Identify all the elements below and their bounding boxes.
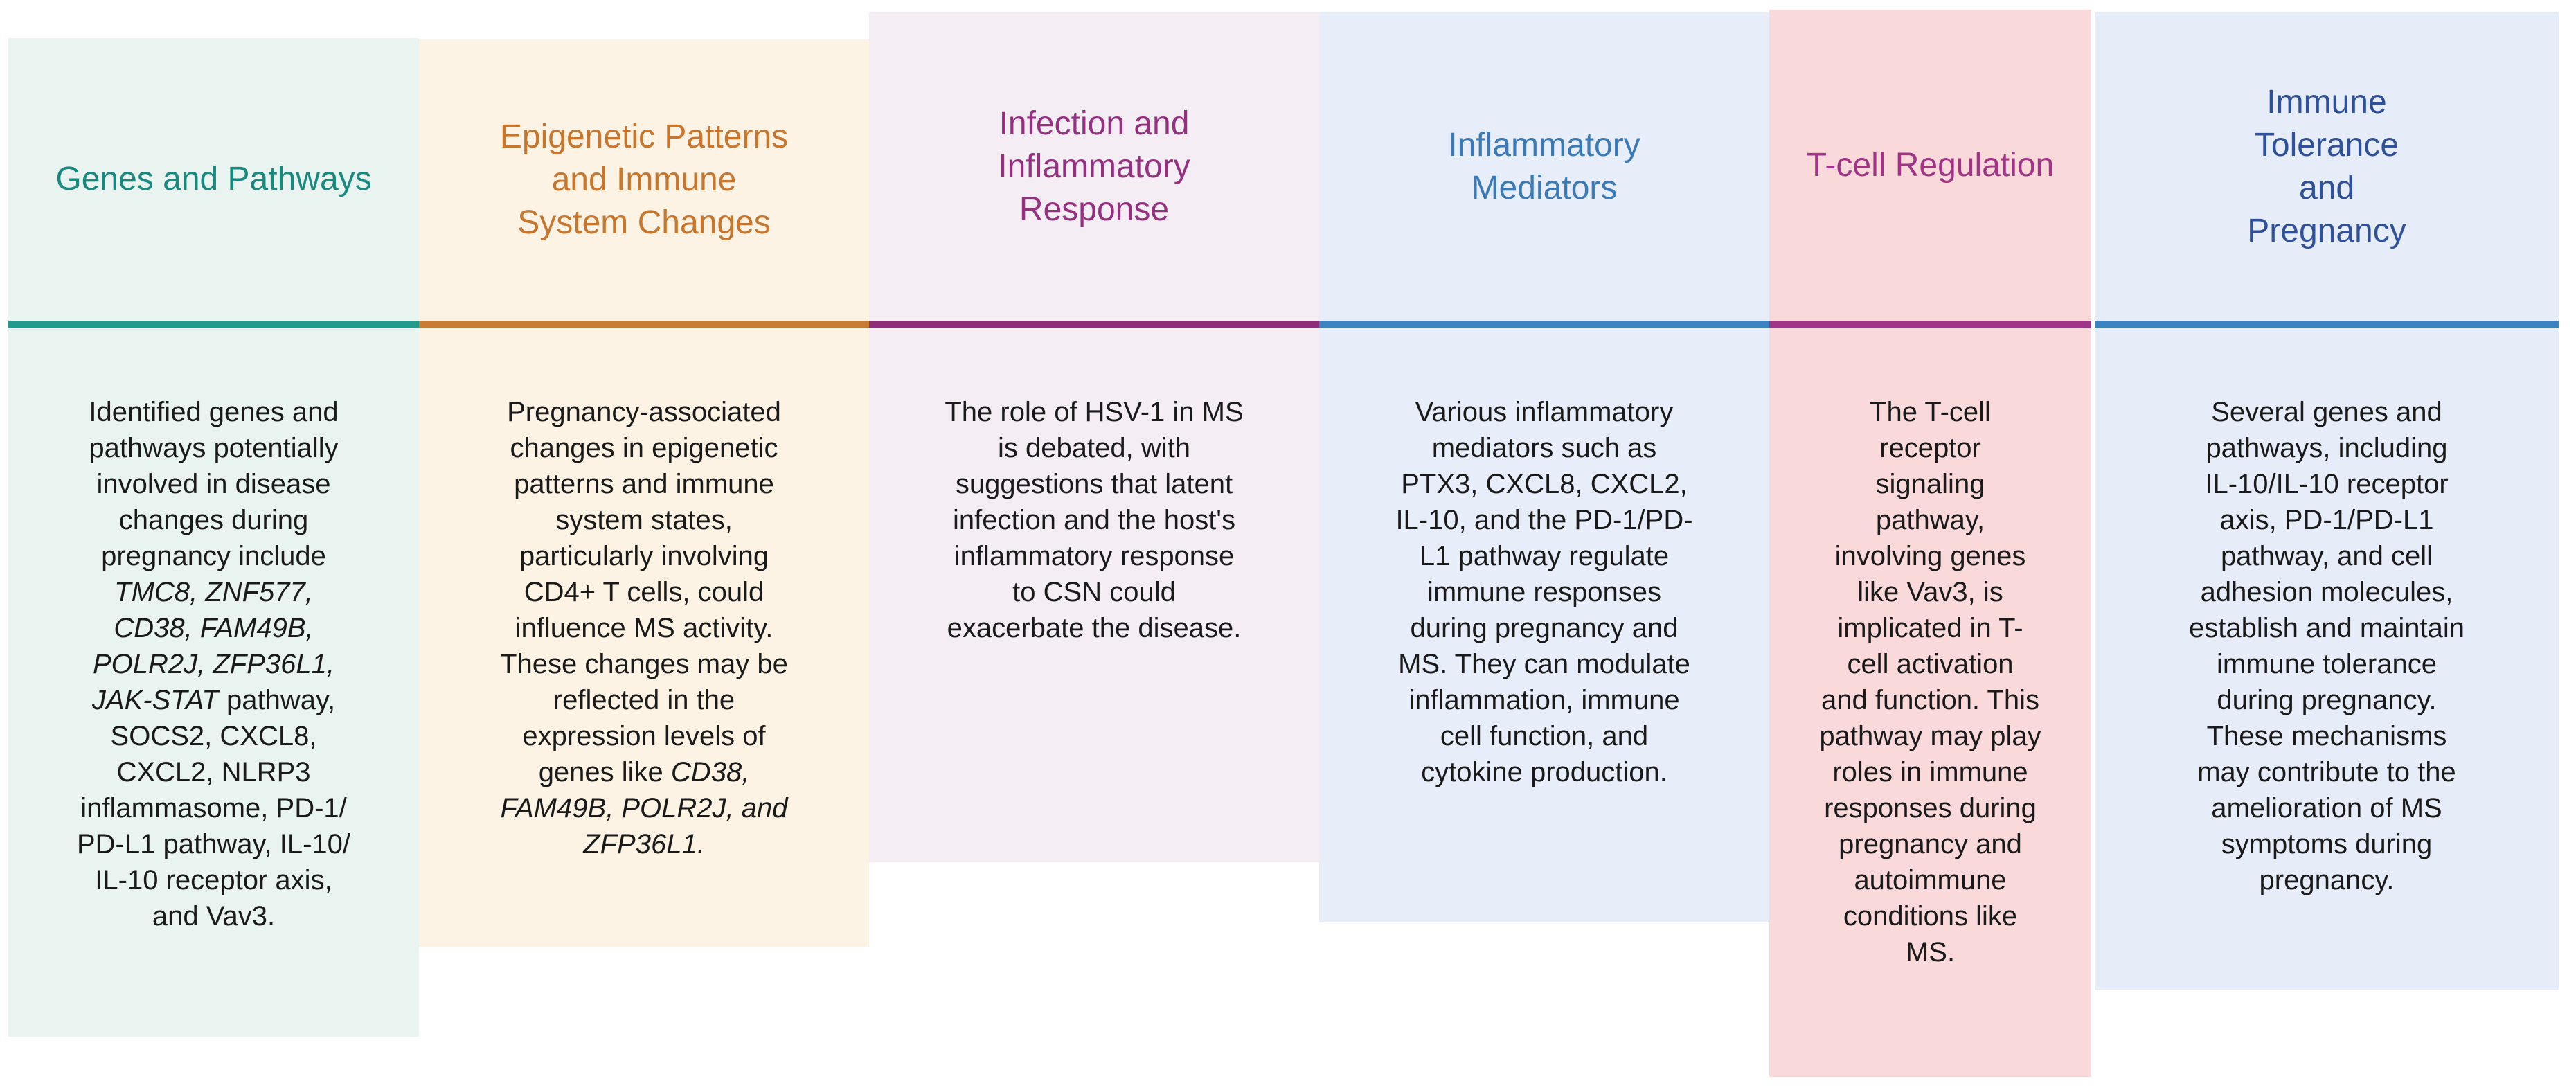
column-epigenetic-patterns-and-immune-system-changes: Epigenetic Patterns and Immune System Ch… <box>419 39 869 947</box>
column-title: Inflammatory Mediators <box>1448 126 1640 206</box>
column-body-text: The role of HSV-1 in MS is debated, with… <box>945 397 1244 643</box>
column-title: Epigenetic Patterns and Immune System Ch… <box>499 118 789 241</box>
column-infection-and-inflammatory-response: Infection and Inflammatory Response The … <box>869 12 1319 862</box>
column-body-text: The T-cell receptor signaling pathway, i… <box>1819 397 2041 967</box>
column-title: T-cell Regulation <box>1806 146 2055 184</box>
column-t-cell-regulation: T-cell Regulation The T-cell receptor si… <box>1769 10 2091 1077</box>
column-body-text: Several genes and pathways, including IL… <box>2188 397 2465 895</box>
column-inflammatory-mediators: Inflammatory Mediators Various inflammat… <box>1319 12 1769 922</box>
header-divider <box>869 321 1319 328</box>
column-title: Infection and Inflammatory Response <box>998 105 1190 228</box>
header-divider <box>419 321 869 328</box>
column-title: Immune Tolerance and Pregnancy <box>2247 83 2406 249</box>
column-title: Genes and Pathways <box>55 161 372 197</box>
header-divider <box>8 321 419 328</box>
header-divider <box>2095 321 2559 328</box>
column-body-text: Identified genes and pathways potentiall… <box>76 397 351 931</box>
column-body-text: Various inflammatory mediators such as P… <box>1395 397 1693 787</box>
column-body-text: Pregnancy-associated changes in epigenet… <box>500 397 788 859</box>
column-immune-tolerance-and-pregnancy: Immune Tolerance and Pregnancy Several g… <box>2095 12 2559 990</box>
column-genes-and-pathways: Genes and Pathways Identified genes and … <box>8 38 419 1037</box>
header-divider <box>1769 321 2091 328</box>
header-divider <box>1319 321 1769 328</box>
